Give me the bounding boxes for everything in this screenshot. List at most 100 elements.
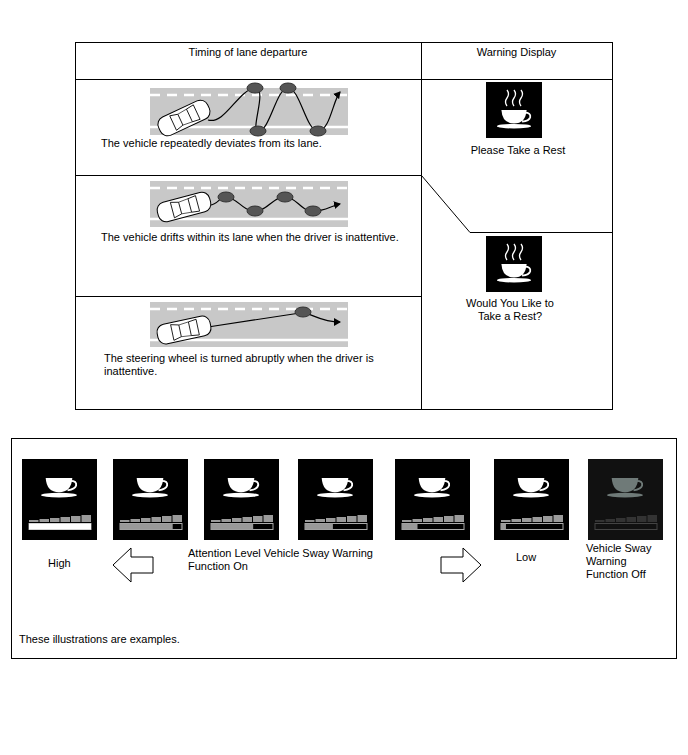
level-step (264, 515, 274, 522)
table-cell: The vehicle repeatedly deviates from its… (101, 137, 411, 150)
saucer (132, 493, 168, 498)
level-step (316, 519, 326, 522)
steam (520, 90, 523, 106)
level-bar (501, 524, 563, 530)
attention-level-icon (113, 459, 188, 540)
level-step (243, 517, 253, 522)
function-label: Attention Level Vehicle Sway Warning Fun… (188, 547, 403, 573)
level-bar (305, 524, 367, 530)
saucer (607, 493, 643, 498)
saucer (497, 124, 531, 129)
rest-icon (486, 236, 542, 292)
steam (506, 90, 509, 106)
level-step (61, 517, 71, 522)
saucer (497, 278, 531, 283)
icon-ground (494, 459, 569, 540)
level-step (606, 519, 616, 522)
level-fill (402, 524, 418, 530)
attention-level-icon (22, 459, 97, 540)
saucer (41, 493, 77, 498)
level-step (423, 518, 433, 522)
attention-level-icon (494, 459, 569, 540)
level-step (501, 520, 511, 522)
table-cell: The steering wheel is turned abruptly wh… (104, 352, 404, 378)
level-fill (29, 524, 91, 530)
cup-handle (522, 267, 530, 276)
level-fill (211, 524, 253, 530)
icon-ground (395, 459, 470, 540)
steam (506, 244, 509, 260)
column-header: Timing of lane departure (75, 46, 421, 59)
note: These illustrations are examples. (19, 633, 419, 646)
level-step (522, 518, 532, 522)
attention-level-icon (395, 459, 470, 540)
attention-level-icon (298, 459, 373, 540)
level-step (533, 517, 543, 522)
cup-handle (344, 481, 353, 491)
level-step (141, 518, 151, 522)
cup-handle (250, 481, 259, 491)
level-step (253, 516, 263, 522)
icon-ground (486, 236, 542, 292)
level-step (50, 518, 60, 522)
cup-handle (634, 481, 643, 491)
cup-handle (522, 113, 530, 122)
attention-level-icon (204, 459, 279, 540)
level-fill (501, 524, 506, 530)
rest-icon (22, 82, 663, 540)
warning-text: Would You Like to Take a Rest? (455, 297, 565, 323)
saucer (513, 493, 549, 498)
vehicle-path (208, 88, 340, 327)
steam (520, 244, 523, 260)
level-step (29, 520, 39, 522)
table-cell: The vehicle drifts within its lane when … (101, 231, 401, 244)
icon-ground (204, 459, 279, 540)
level-fill (120, 524, 173, 530)
rest-icon (486, 82, 542, 138)
level-label: Low (516, 551, 576, 564)
cup-handle (441, 481, 450, 491)
level-bar (595, 524, 657, 530)
level-step (512, 519, 522, 522)
level-step (162, 516, 172, 522)
level-step (616, 518, 626, 522)
level-step (358, 515, 368, 522)
saucer (414, 493, 450, 498)
direction-arrow (113, 548, 481, 582)
level-step (434, 517, 444, 522)
saucer (223, 493, 259, 498)
level-step (648, 515, 658, 522)
level-step (222, 519, 232, 522)
level-step (120, 520, 130, 522)
level-step (305, 520, 315, 522)
deviation-marker (218, 83, 326, 317)
column-header: Warning Display (421, 46, 612, 59)
level-step (131, 519, 141, 522)
saucer (317, 493, 353, 498)
level-label: High (48, 557, 108, 570)
legend-panel: High Attention Level Vehicle Sway Warning… (11, 438, 677, 659)
icon-ground (486, 82, 542, 138)
level-step (543, 516, 553, 522)
level-step (595, 520, 605, 522)
attention-level-icon (588, 459, 663, 540)
level-step (211, 520, 221, 522)
level-fill (305, 524, 333, 530)
level-bar (120, 524, 182, 530)
level-step (337, 517, 347, 522)
level-step (444, 516, 454, 522)
car (155, 98, 212, 346)
level-step (554, 515, 564, 522)
level-step (40, 519, 50, 522)
level-step (347, 516, 357, 522)
level-step (627, 517, 637, 522)
cup-handle (159, 481, 168, 491)
level-step (637, 516, 647, 522)
cup-handle (68, 481, 77, 491)
icon-ground (588, 459, 663, 540)
level-step (82, 515, 92, 522)
table-grid (75, 42, 613, 410)
warning-text: Please Take a Rest (440, 144, 596, 157)
level-step (326, 518, 336, 522)
level-bar (29, 524, 91, 530)
